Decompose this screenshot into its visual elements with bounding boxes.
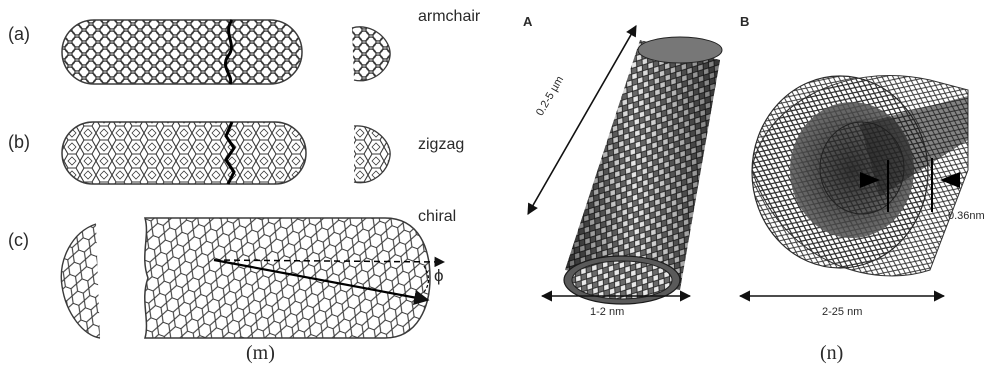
diameter-A-label: 1-2 nm: [590, 306, 624, 318]
diameter-B-label: 2-25 nm: [822, 306, 862, 318]
spacing-label: 0.36nm: [948, 210, 985, 222]
chiral-angle-symbol: ϕ: [434, 266, 444, 286]
label-a: (a): [8, 24, 30, 45]
zigzag-nanotube: [62, 122, 390, 184]
caption-m: (m): [246, 342, 275, 365]
label-b: (b): [8, 132, 30, 153]
caption-n: (n): [820, 342, 843, 365]
armchair-label: armchair: [418, 8, 480, 26]
chiral-label: chiral: [418, 208, 456, 226]
armchair-nanotube: [62, 20, 390, 84]
zigzag-label: zigzag: [418, 136, 464, 154]
chiral-nanotube: [61, 218, 444, 338]
nanotube-A: [528, 26, 722, 304]
panel-label-B: B: [740, 14, 749, 29]
label-c: (c): [8, 230, 29, 251]
panel-label-A: A: [523, 14, 532, 29]
nanotube-B: [740, 76, 968, 296]
